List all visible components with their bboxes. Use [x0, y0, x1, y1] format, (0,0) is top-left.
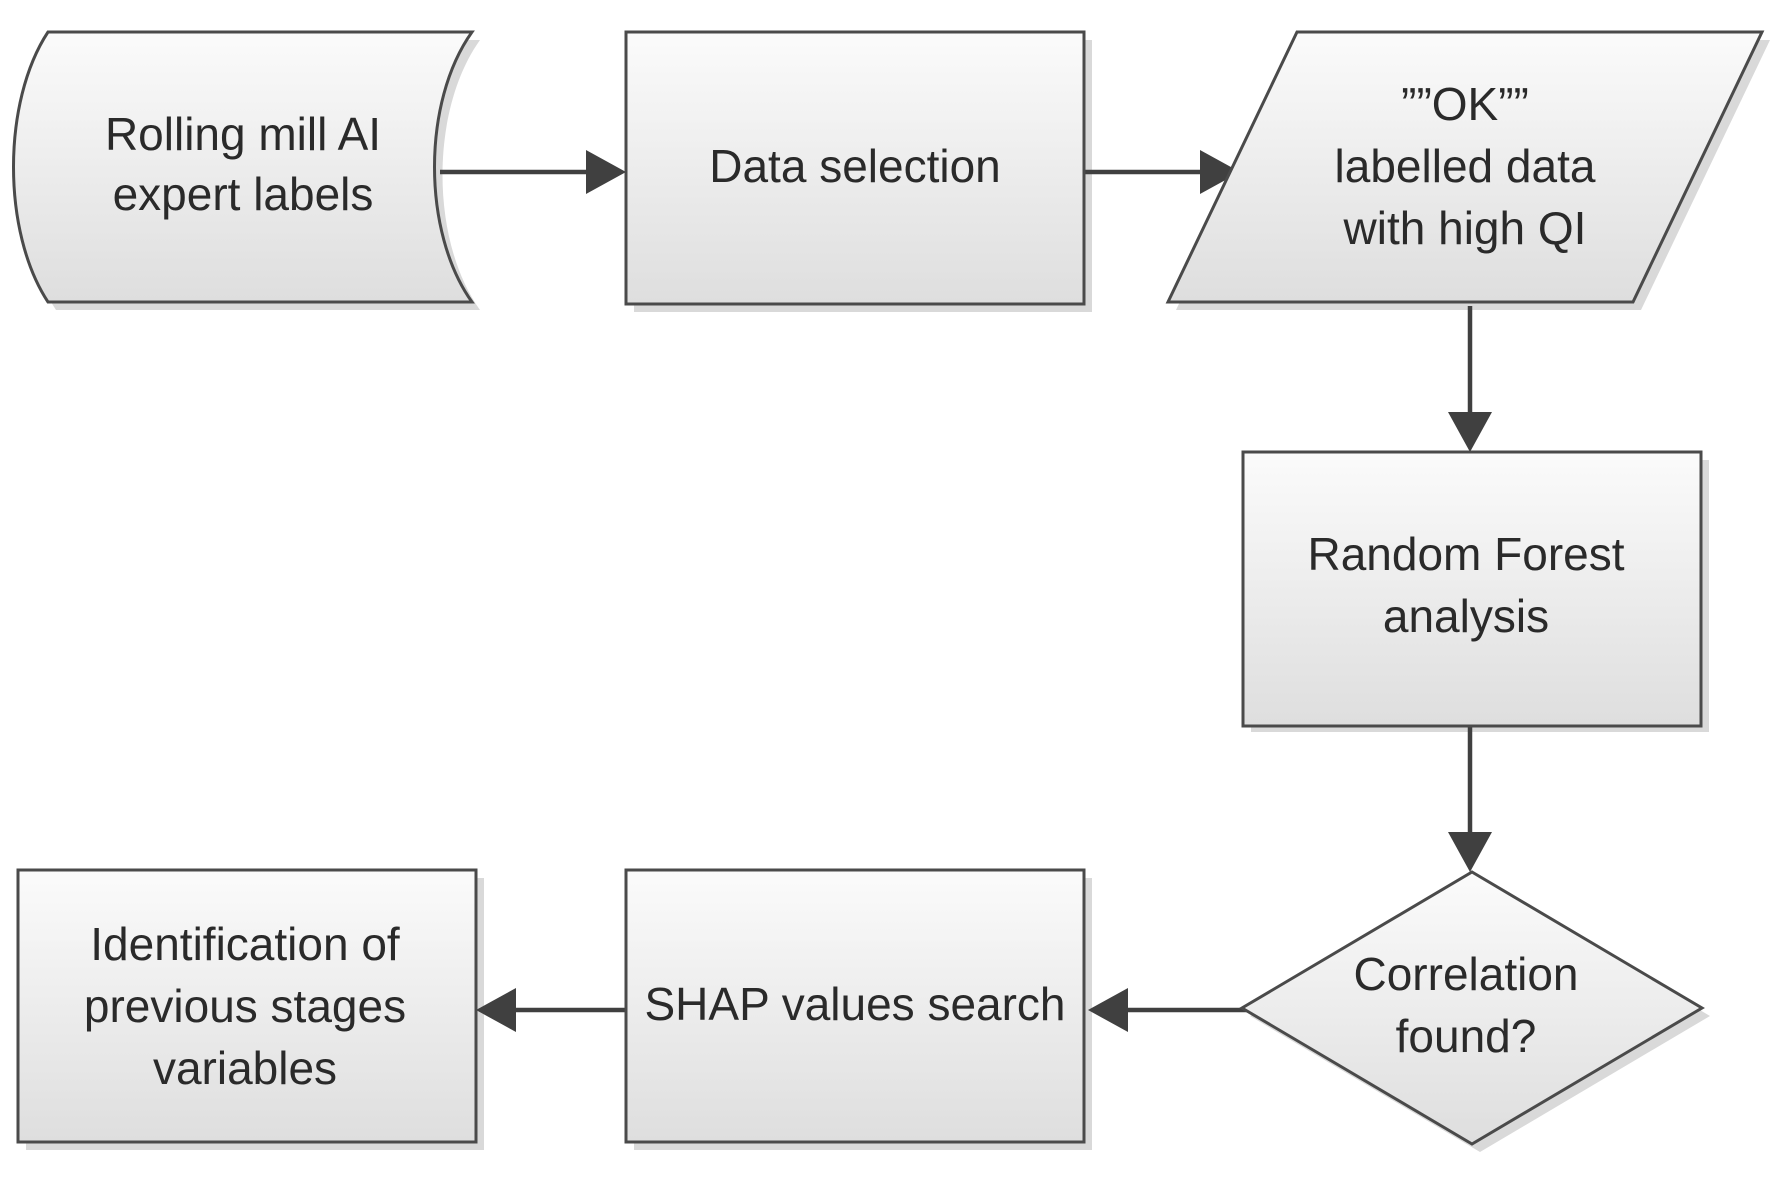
random-forest-line-1: Random Forest [1307, 528, 1624, 580]
identification-line-1: Identification of [90, 918, 400, 970]
arrowhead-left-icon [476, 988, 516, 1032]
decision-diamond-shape [1239, 870, 1705, 1146]
ok-data-line-1: ””OK”” [1401, 78, 1529, 130]
shap-label: SHAP values search [644, 978, 1065, 1030]
arrowhead-down-icon [1448, 832, 1492, 872]
arrowhead-down-icon [1448, 412, 1492, 452]
node-random-forest: Random Forest analysis [1241, 450, 1703, 728]
arrowhead-right-icon [586, 150, 626, 194]
ok-data-line-3: with high QI [1343, 202, 1587, 254]
process-box [1241, 450, 1703, 728]
node-data-selection: Data selection [624, 30, 1086, 306]
process-box [624, 868, 1086, 1144]
data-selection-label: Data selection [709, 140, 1001, 192]
node-identification: Identification of previous stages variab… [16, 868, 478, 1144]
process-box [624, 30, 1086, 306]
arrowhead-left-icon [1088, 988, 1128, 1032]
node-correlation-decision: Correlation found? [1239, 870, 1705, 1146]
identification-line-3: variables [153, 1042, 337, 1094]
node-ok-labelled-data: ””OK”” labelled data with high QI [1165, 30, 1765, 304]
node-expert-labels: Rolling mill AI expert labels [12, 30, 475, 304]
expert-labels-line-2: expert labels [113, 168, 374, 220]
identification-line-2: previous stages [84, 980, 406, 1032]
stored-data-shape [12, 30, 475, 304]
correlation-line-2: found? [1396, 1010, 1537, 1062]
process-box [16, 868, 478, 1144]
arrowhead-right-icon [1200, 150, 1240, 194]
random-forest-line-2: analysis [1383, 590, 1549, 642]
data-parallelogram-shape [1165, 30, 1765, 304]
expert-labels-line-1: Rolling mill AI [105, 108, 381, 160]
node-shap-search: SHAP values search [624, 868, 1086, 1144]
connectors [440, 150, 1492, 1032]
ok-data-line-2: labelled data [1335, 140, 1596, 192]
correlation-line-1: Correlation [1354, 948, 1579, 1000]
